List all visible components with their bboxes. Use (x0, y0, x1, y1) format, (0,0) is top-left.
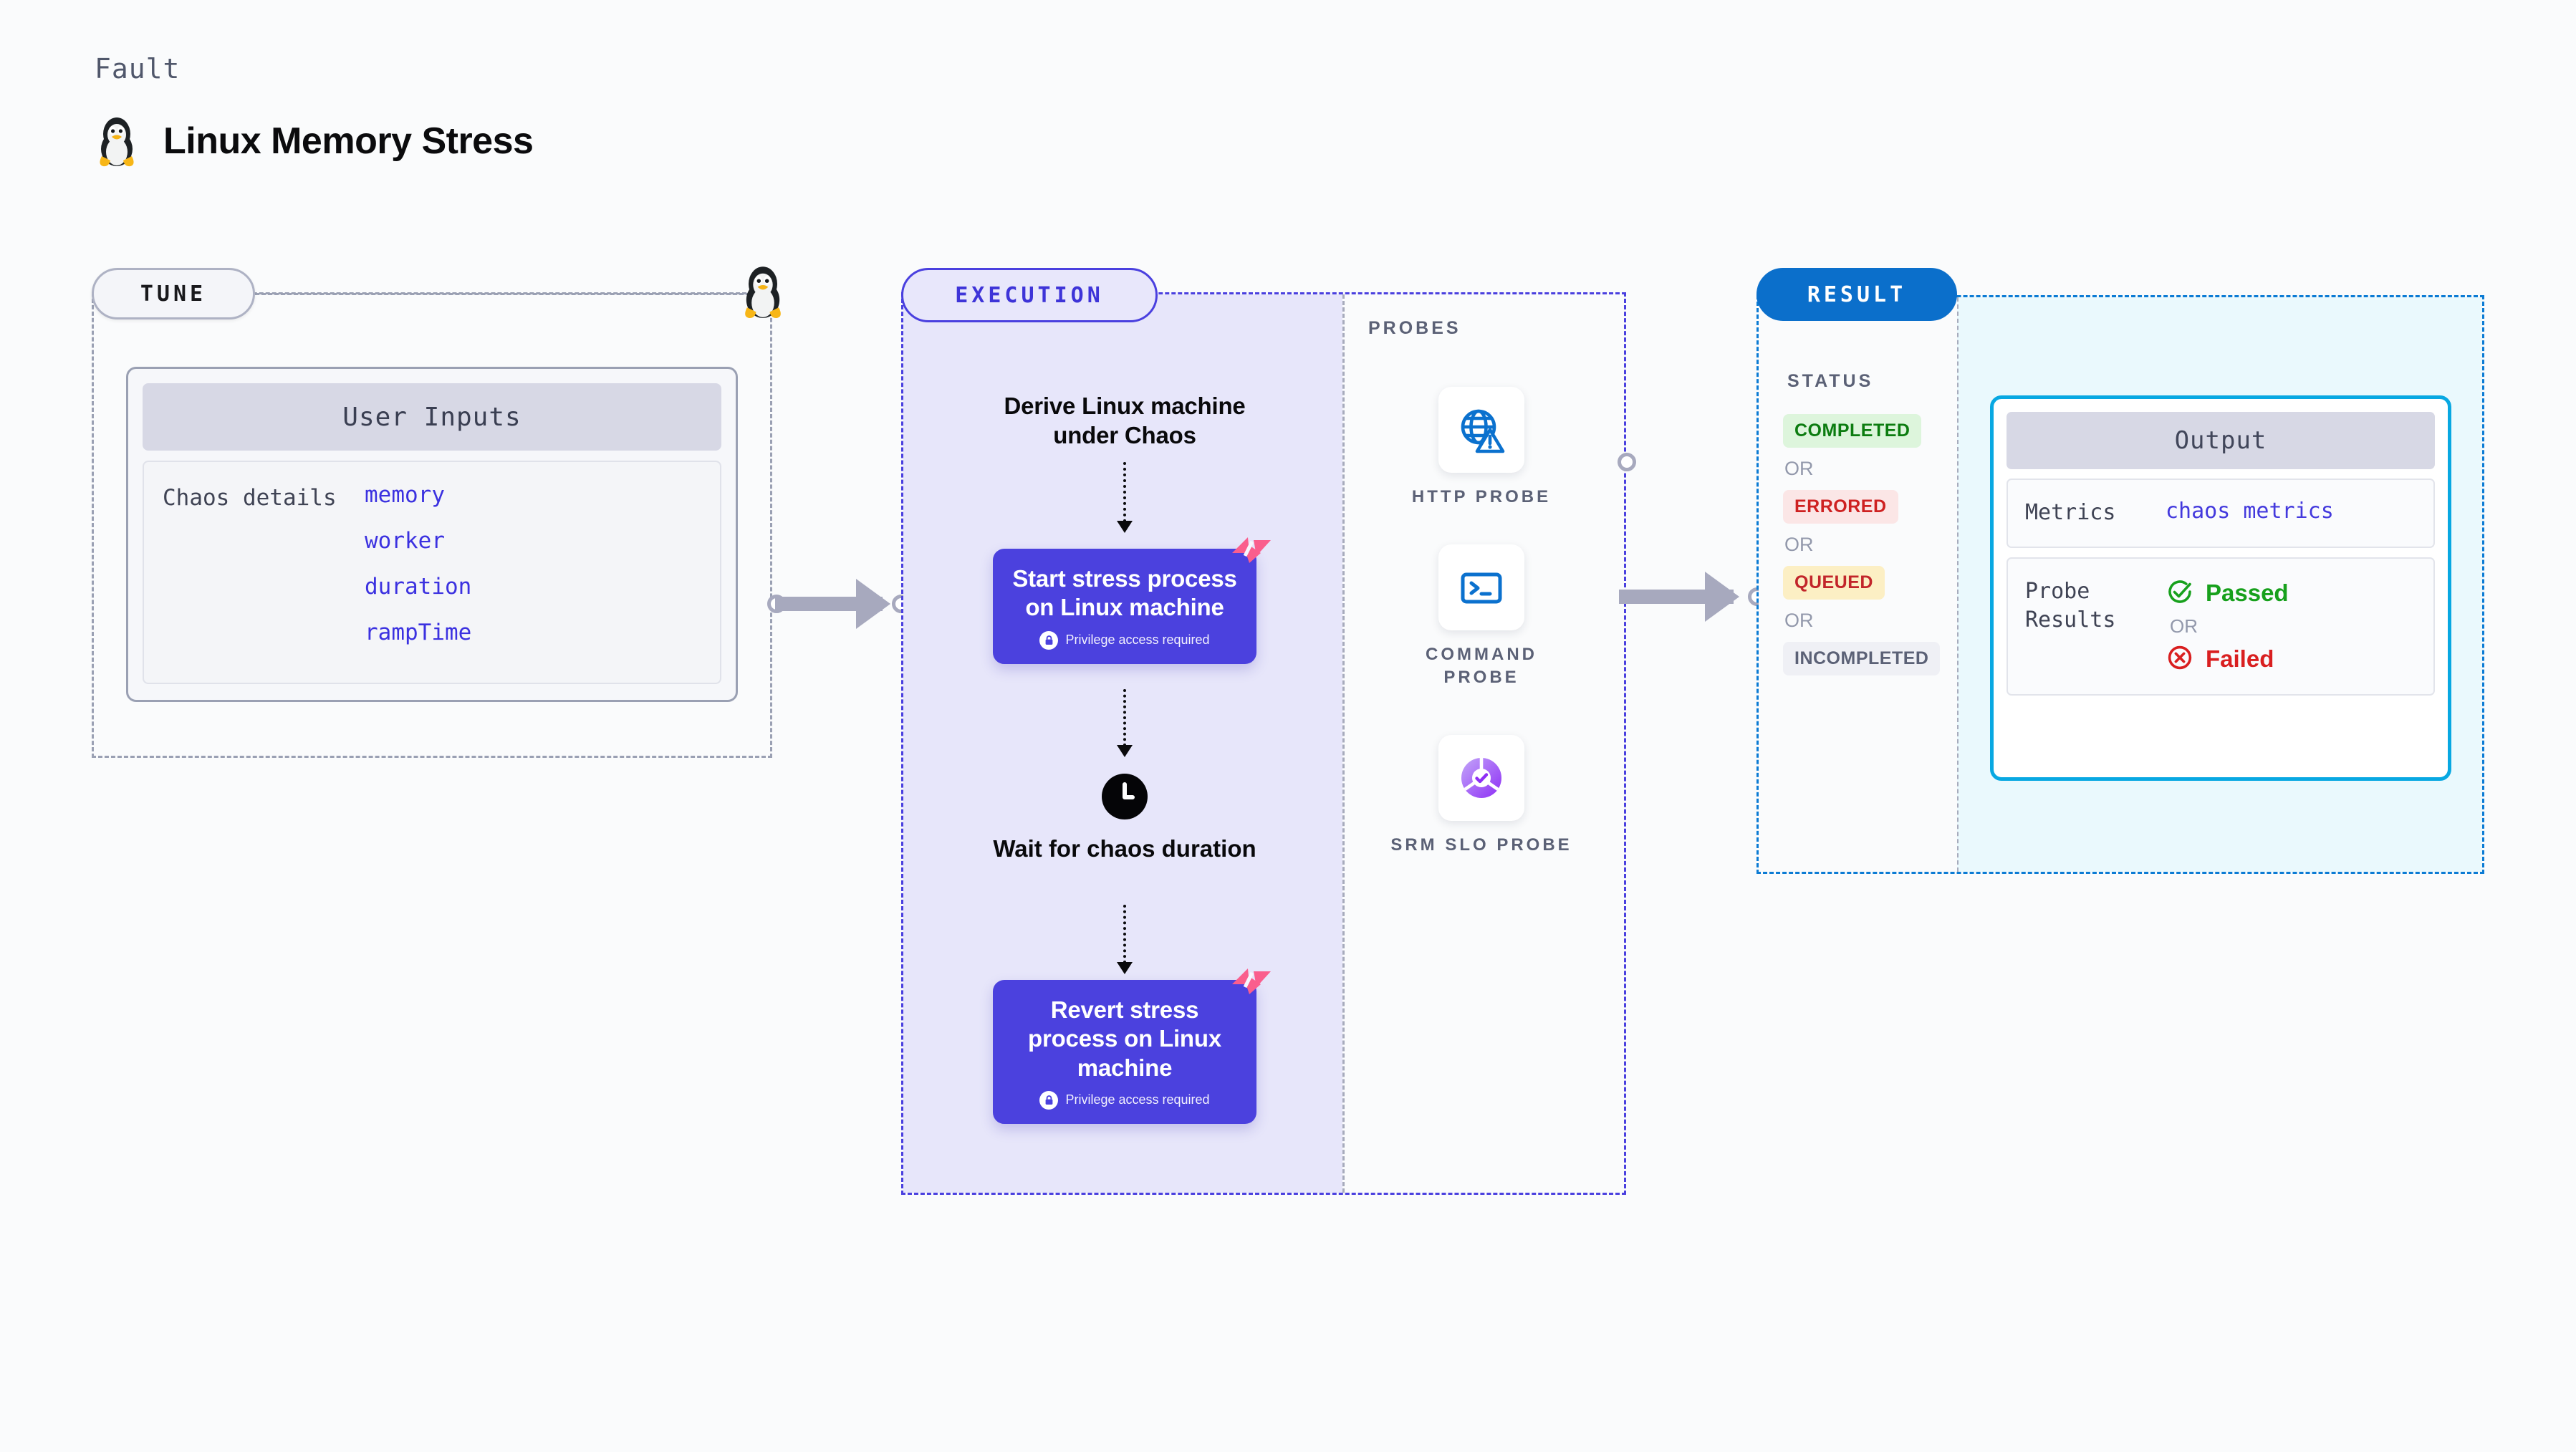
status-list: COMPLETED OR ERRORED OR QUEUED OR INCOMP… (1783, 414, 1962, 675)
probe-item-http[interactable]: HTTP PROBE (1388, 387, 1575, 509)
status-or-2: OR (1784, 534, 1814, 555)
tune-section-badge[interactable]: TUNE (92, 268, 255, 319)
probe-item-command[interactable]: COMMAND PROBE (1388, 544, 1575, 690)
execution-node-note-text: Privilege access required (1065, 1092, 1210, 1107)
probes-section-label: PROBES (1368, 318, 1461, 338)
status-badge-incompleted: INCOMPLETED (1783, 642, 1941, 675)
probe-label-command: COMMAND PROBE (1426, 645, 1537, 688)
status-or-3: OR (1784, 610, 1814, 631)
user-inputs-card: User Inputs Chaos details memory worker … (126, 367, 738, 702)
probe-result-failed-label: Failed (2206, 645, 2274, 672)
output-card: Output Metrics chaos metrics Probe Resul… (1990, 395, 2451, 781)
lock-icon (1039, 630, 1059, 650)
execution-section-badge[interactable]: EXECUTION (901, 268, 1158, 322)
probe-result-failed: Failed (2166, 643, 2289, 675)
lock-icon (1039, 1090, 1059, 1110)
check-circle-icon (2166, 577, 2194, 610)
linux-tux-icon (95, 115, 139, 168)
chaos-details-body: Chaos details memory worker duration ram… (143, 461, 721, 684)
output-row-metrics: Metrics chaos metrics (2007, 479, 2435, 548)
output-metrics-key: Metrics (2025, 500, 2116, 525)
tune-top-dashed-connector (255, 293, 756, 295)
status-label: STATUS (1787, 371, 1874, 391)
probe-result-passed-label: Passed (2206, 580, 2289, 606)
output-probe-results-values: Passed OR Failed (2166, 577, 2289, 675)
probe-label-srm-slo: SRM SLO PROBE (1390, 835, 1572, 855)
page-title: Linux Memory Stress (163, 120, 534, 162)
fault-eyebrow-label: Fault (95, 53, 181, 85)
page-title-row: Linux Memory Stress (95, 115, 534, 168)
execution-node-title: Start stress process on Linux machine (1012, 565, 1237, 621)
execution-node-note: Privilege access required (1006, 630, 1244, 650)
chaos-detail-memory[interactable]: memory (365, 482, 445, 508)
execution-node-start-stress[interactable]: Start stress process on Linux machine Pr… (993, 537, 1271, 664)
chaos-details-values: memory worker duration rampTime (365, 482, 471, 683)
flow-arrowhead-3 (1117, 962, 1133, 974)
linux-tux-icon (738, 264, 788, 319)
flow-arrow-line-3 (1123, 905, 1126, 963)
x-circle-icon (2166, 643, 2194, 675)
status-badge-completed: COMPLETED (1783, 414, 1922, 448)
clock-icon (1102, 774, 1148, 819)
user-inputs-header: User Inputs (143, 383, 721, 451)
probes-divider (1342, 294, 1345, 1193)
execution-step-derive-label: Derive Linux machine under Chaos (1004, 393, 1246, 449)
terminal-icon (1438, 544, 1524, 630)
flow-arrowhead-1 (1117, 521, 1133, 533)
status-badge-queued: QUEUED (1783, 566, 1885, 600)
connector-arrowhead (1705, 572, 1739, 622)
output-probe-results-key: Probe Results (2025, 578, 2116, 633)
execution-node-note-text: Privilege access required (1065, 633, 1210, 647)
chaos-detail-ramptime[interactable]: rampTime (365, 620, 472, 645)
status-or-1: OR (1784, 458, 1814, 479)
flow-arrow-line-1 (1123, 462, 1126, 522)
result-inner-divider (1957, 297, 1959, 872)
flow-arrow-line-2 (1123, 689, 1126, 746)
probe-label-http: HTTP PROBE (1411, 487, 1552, 506)
output-metrics-value[interactable]: chaos metrics (2166, 499, 2334, 524)
result-section-container (1756, 295, 2484, 874)
flow-arrowhead-2 (1117, 745, 1133, 757)
result-section-badge[interactable]: RESULT (1756, 268, 1957, 321)
chaos-detail-worker[interactable]: worker (365, 528, 445, 554)
chaos-detail-duration[interactable]: duration (365, 574, 472, 600)
probe-item-srm-slo[interactable]: SRM SLO PROBE (1388, 735, 1575, 857)
probe-result-passed: Passed (2166, 577, 2289, 610)
execution-node-revert-stress[interactable]: Revert stress process on Linux machine P… (993, 968, 1271, 1124)
harness-logo-icon (1228, 532, 1275, 573)
output-row-probe-results: Probe Results Passed OR (2007, 557, 2435, 696)
execution-section-container (901, 292, 1626, 1195)
harness-logo-icon (1228, 963, 1275, 1004)
slo-donut-check-icon (1438, 735, 1524, 821)
output-card-header: Output (2007, 412, 2435, 469)
execution-node-title: Revert stress process on Linux machine (1027, 996, 1222, 1081)
status-badge-errored: ERRORED (1783, 490, 1898, 524)
chaos-details-key: Chaos details (163, 485, 337, 511)
globe-warning-icon (1438, 387, 1524, 473)
connector-arrowhead (856, 579, 890, 629)
connector-line (775, 597, 883, 611)
probe-result-or: OR (2170, 615, 2198, 637)
connector-dot-probe (1618, 453, 1636, 471)
execution-node-note: Privilege access required (1006, 1090, 1244, 1110)
execution-step-wait-label: Wait for chaos duration (993, 835, 1256, 862)
